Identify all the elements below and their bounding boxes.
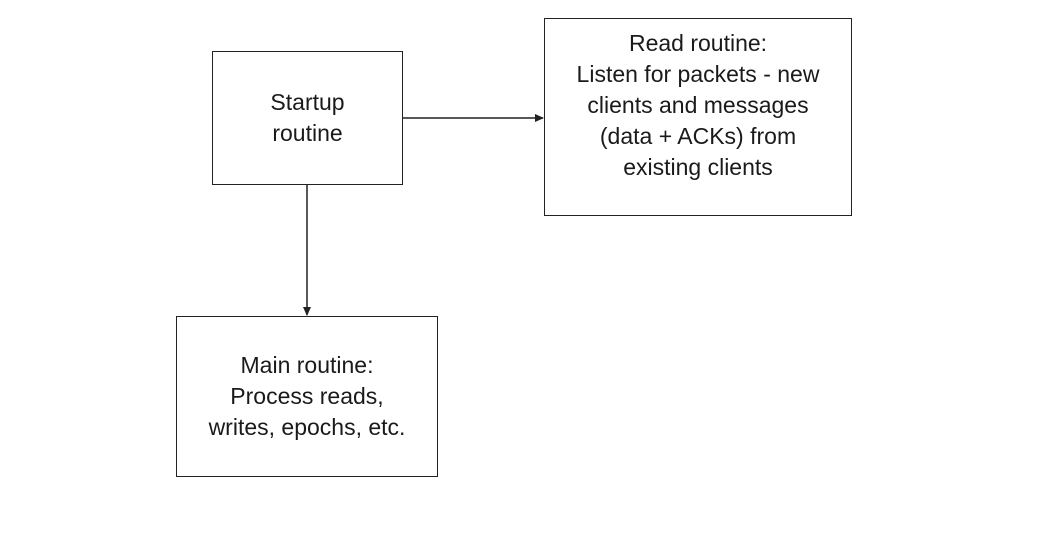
main-routine-line-2: Process reads,	[230, 383, 384, 409]
main-routine-line-3: writes, epochs, etc.	[208, 414, 406, 440]
read-routine-line-3: clients and messages	[587, 92, 809, 118]
read-routine-line-4: (data + ACKs) from	[599, 123, 797, 149]
startup-routine-box: Startup routine	[212, 51, 403, 185]
read-routine-line-2: Listen for packets - new	[576, 61, 820, 87]
startup-routine-line-1: Startup	[270, 89, 345, 115]
main-routine-box: Main routine: Process reads, writes, epo…	[176, 316, 438, 477]
read-routine-line-1: Read routine:	[628, 30, 768, 56]
read-routine-line-5: existing clients	[623, 154, 773, 180]
startup-routine-line-2: routine	[272, 120, 343, 146]
read-routine-box: Read routine: Listen for packets - new c…	[544, 18, 852, 216]
main-routine-line-1: Main routine:	[240, 352, 374, 378]
